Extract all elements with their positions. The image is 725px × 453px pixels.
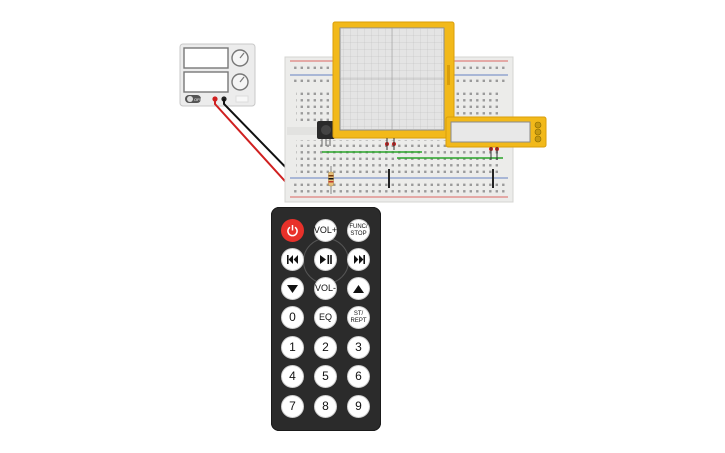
- digit-0-button[interactable]: 0: [281, 306, 304, 329]
- previous-icon: [286, 255, 298, 264]
- down-icon: [287, 284, 298, 293]
- play-pause-button[interactable]: [314, 248, 337, 271]
- power-supply-label: OFF: [194, 97, 203, 102]
- vol-up-button[interactable]: VOL+: [314, 219, 337, 242]
- small-lcd-display[interactable]: [445, 116, 547, 160]
- digit-1-button[interactable]: 1: [281, 336, 304, 359]
- st-rept-button[interactable]: ST/ REPT: [347, 306, 370, 329]
- digit-4-button[interactable]: 4: [281, 365, 304, 388]
- ir-receiver[interactable]: [317, 121, 335, 146]
- func-stop-button[interactable]: FUNC/ STOP: [347, 219, 370, 242]
- vol-down-button[interactable]: VOL-: [314, 277, 337, 300]
- digit-9-button[interactable]: 9: [347, 395, 370, 418]
- eq-button[interactable]: EQ: [314, 306, 337, 329]
- power-icon: [287, 225, 298, 237]
- digit-8-button[interactable]: 8: [314, 395, 337, 418]
- graphic-lcd-display[interactable]: [332, 21, 455, 150]
- digit-6-button[interactable]: 6: [347, 365, 370, 388]
- resistor[interactable]: [328, 166, 334, 194]
- up-button[interactable]: [347, 277, 370, 300]
- previous-button[interactable]: [281, 248, 304, 271]
- down-button[interactable]: [281, 277, 304, 300]
- wire-red-supply[interactable]: [214, 99, 294, 194]
- power-supply[interactable]: [179, 43, 256, 107]
- up-icon: [353, 284, 364, 293]
- digit-7-button[interactable]: 7: [281, 395, 304, 418]
- digit-2-button[interactable]: 2: [314, 336, 337, 359]
- digit-3-button[interactable]: 3: [347, 336, 370, 359]
- digit-5-button[interactable]: 5: [314, 365, 337, 388]
- play-pause-icon: [319, 255, 332, 264]
- next-icon: [353, 255, 365, 264]
- next-button[interactable]: [347, 248, 370, 271]
- power-button[interactable]: [281, 219, 304, 242]
